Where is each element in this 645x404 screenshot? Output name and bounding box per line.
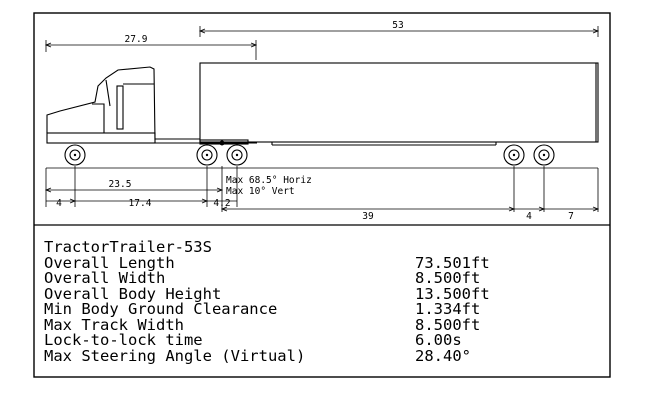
dim-wheelbase-label: 17.4 [129,198,152,209]
spec-value-overall-length: 73.501ft [415,254,490,272]
spec-label-ground-clearance: Min Body Ground Clearance [44,300,277,318]
sheet-border [33,12,611,378]
spec-value-ground-clearance: 1.334ft [415,300,480,318]
spec-label-body-height: Overall Body Height [44,285,221,303]
spec-value-overall-width: 8.500ft [415,269,480,287]
spec-block: TractorTrailer-53S Overall Length 73.501… [44,238,490,365]
trailer-box [199,62,599,146]
dim-overall-trailer-label: 53 [392,20,403,31]
wheels [64,144,555,166]
spec-value-lock-time: 6.00s [415,331,462,349]
lower-dimensions: 23.5 4 17.4 4.2 39 4 7 Max 68.5° Horiz M… [44,166,600,222]
trailer-wheel-front [503,144,525,166]
dim-overall-trailer: 53 [198,20,600,37]
spec-label-steering-angle: Max Steering Angle (Virtual) [44,347,305,365]
spec-label-overall-length: Overall Length [44,254,175,272]
kingpin-marker [219,140,225,146]
spec-value-track-width: 8.500ft [415,316,480,334]
dim-front-to-drive-label: 23.5 [109,179,132,190]
dim-tractor-to-kingpin: 27.9 [44,34,258,60]
spec-label-lock-time: Lock-to-lock time [44,331,203,349]
dim-axle-spread-label: 4 [526,211,532,222]
dim-drive-spacing-label: 4.2 [213,198,230,209]
dim-rear-overhang-label: 7 [568,211,574,222]
drive-wheel-front [196,144,218,166]
spec-label-overall-width: Overall Width [44,269,165,287]
dim-kingpin-to-axle-label: 39 [362,211,374,222]
spec-label-track-width: Max Track Width [44,316,184,334]
dim-front-overhang-label: 4 [56,198,62,209]
spec-title: TractorTrailer-53S [44,238,212,256]
spec-value-steering-angle: 28.40° [415,347,471,365]
dim-tractor-to-kingpin-label: 27.9 [125,34,148,45]
trailer-wheel-rear [533,144,555,166]
articulation-horizontal: Max 68.5° Horiz [226,175,312,186]
articulation-vertical: Max 10° Vert [226,186,295,197]
tractor-cab [46,66,257,146]
spec-value-body-height: 13.500ft [415,285,490,303]
steer-wheel [64,144,86,166]
drive-wheel-rear [226,144,248,166]
